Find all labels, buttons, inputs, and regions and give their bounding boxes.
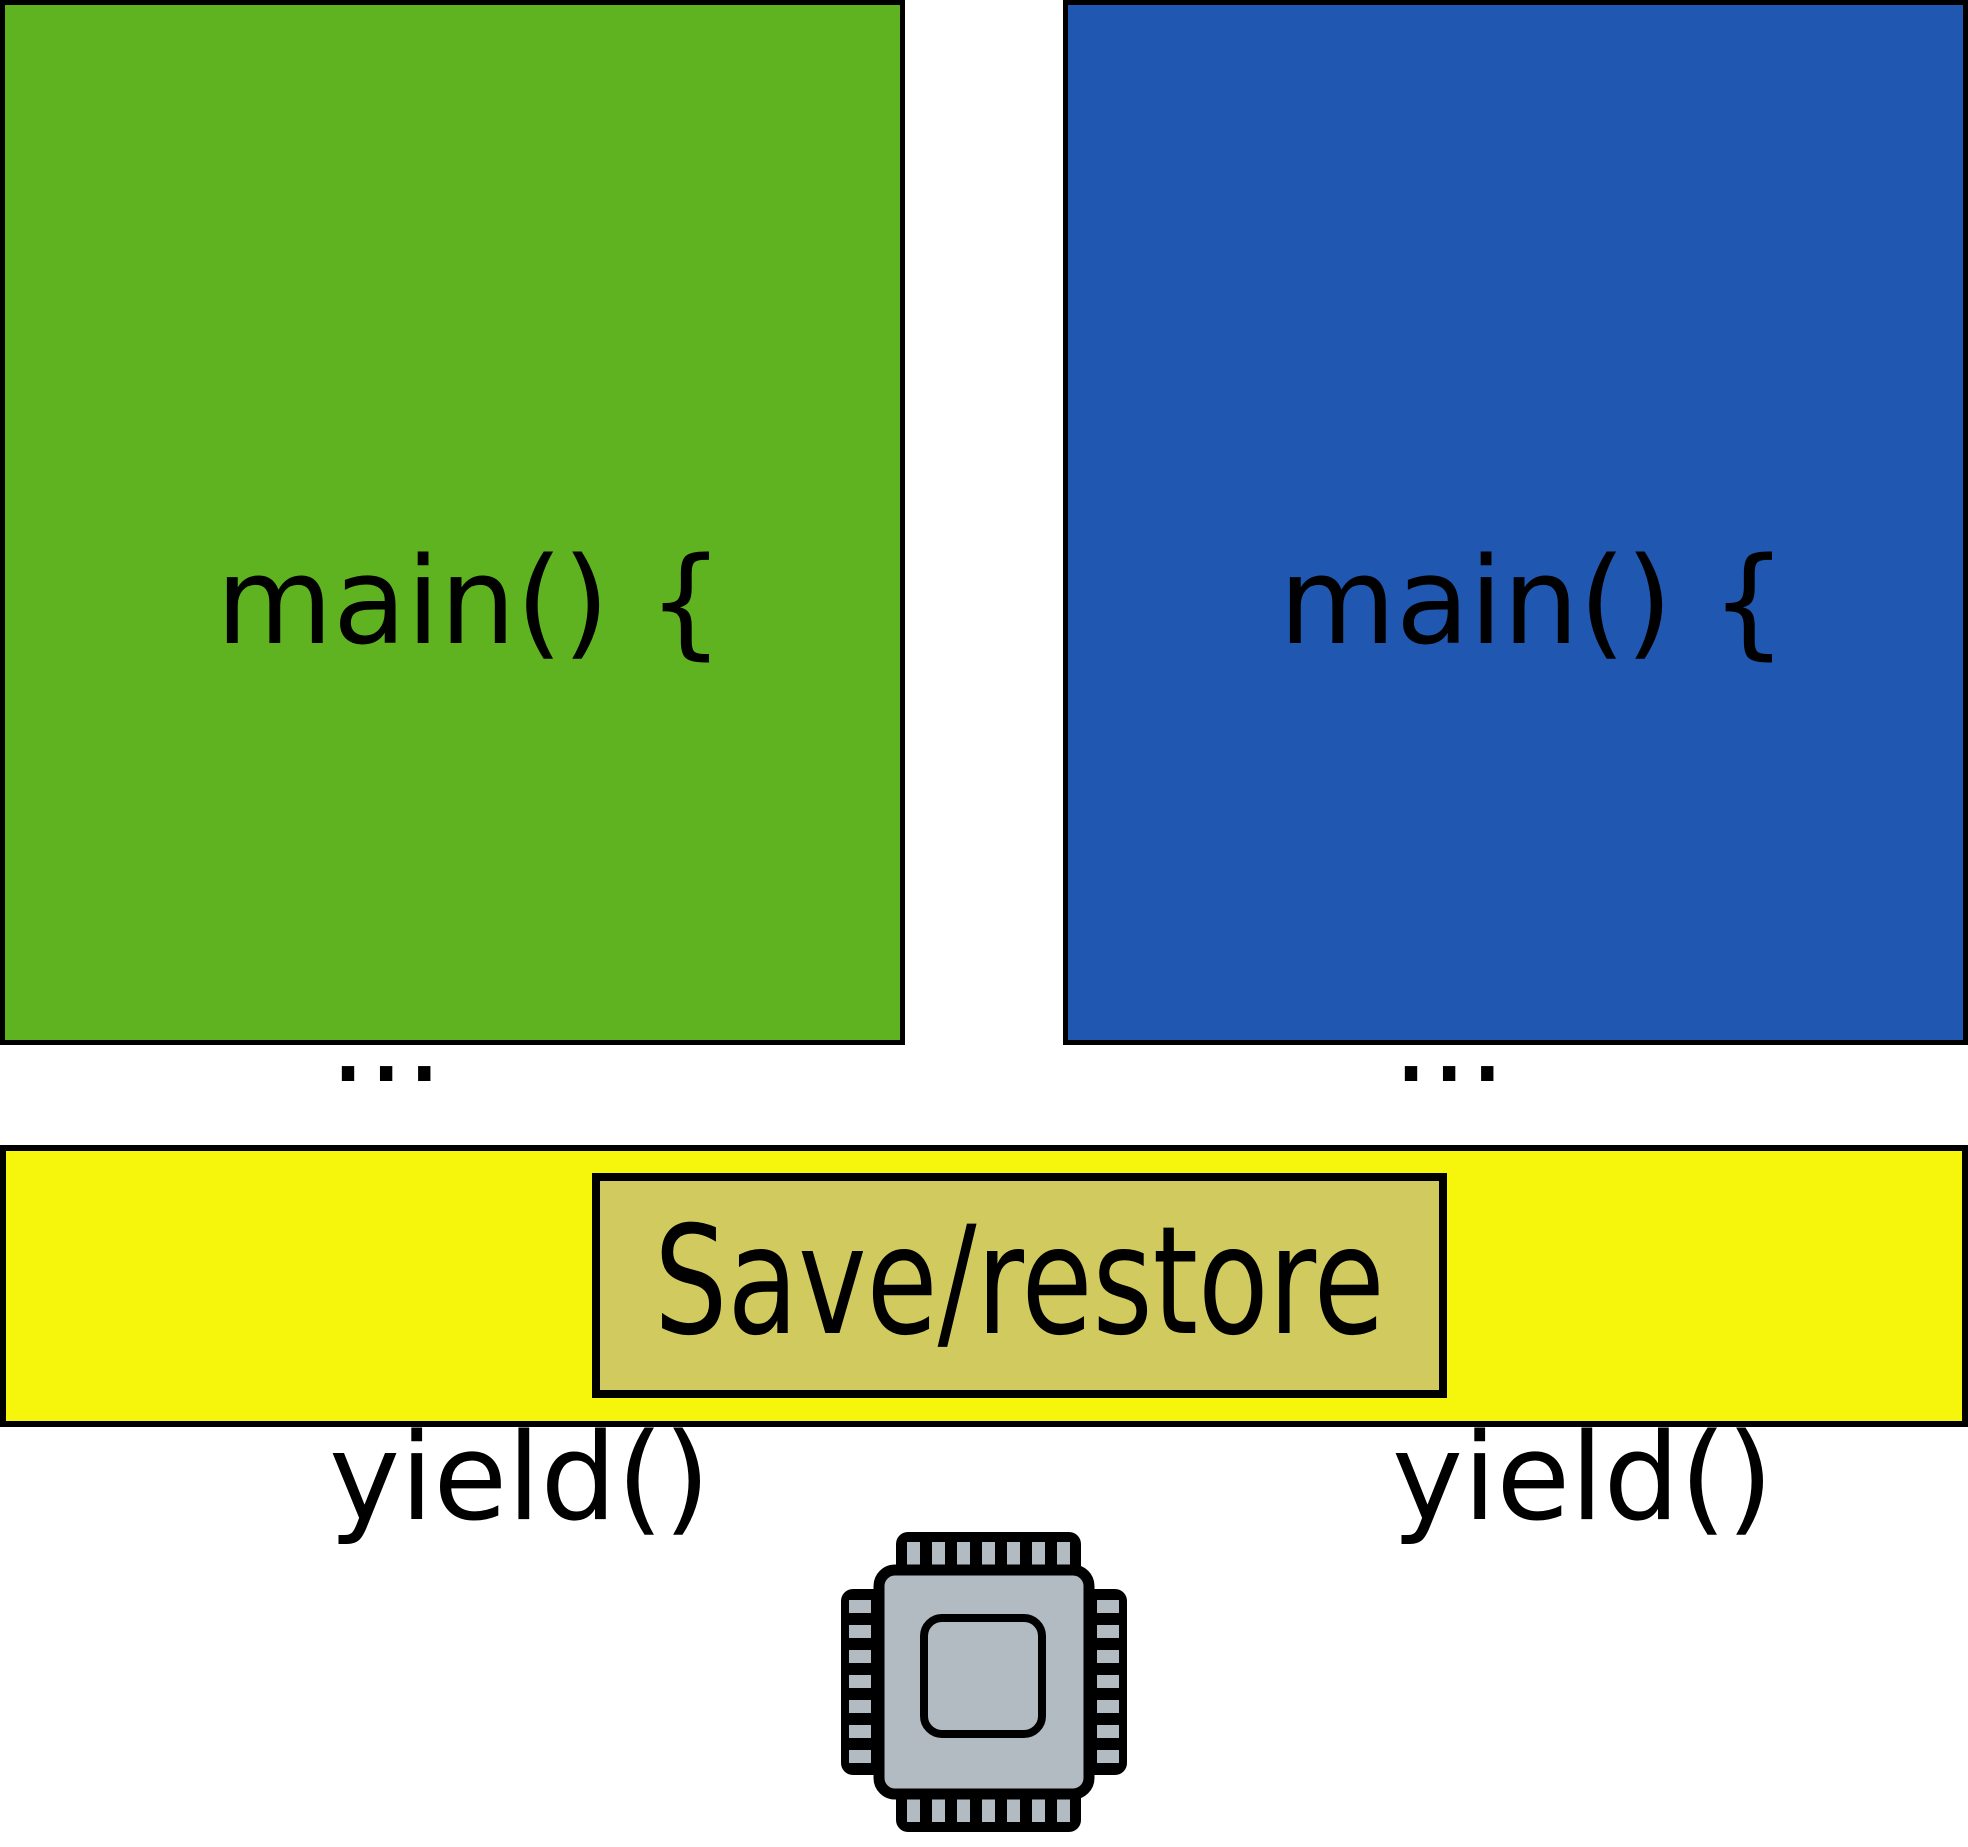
code-line: yield() — [1392, 1409, 1774, 1548]
save-restore-label: Save/restore — [654, 1194, 1385, 1369]
thread-box-green: main() { ... yield() } — [0, 0, 905, 1548]
cpu-icon — [841, 1532, 1127, 1832]
thread-box-blue: main() { ... yield() } — [1063, 0, 1968, 1548]
code-line: yield() — [329, 1409, 711, 1548]
code-line: ... — [329, 971, 444, 1110]
code-block-green: main() { ... yield() } — [216, 238, 724, 1847]
code-line: ... — [1392, 971, 1507, 1110]
code-block-blue: main() { ... yield() } — [1279, 238, 1787, 1847]
code-line: main() { — [216, 533, 724, 672]
save-restore-box: Save/restore — [592, 1173, 1447, 1398]
code-line: main() { — [1279, 533, 1787, 672]
